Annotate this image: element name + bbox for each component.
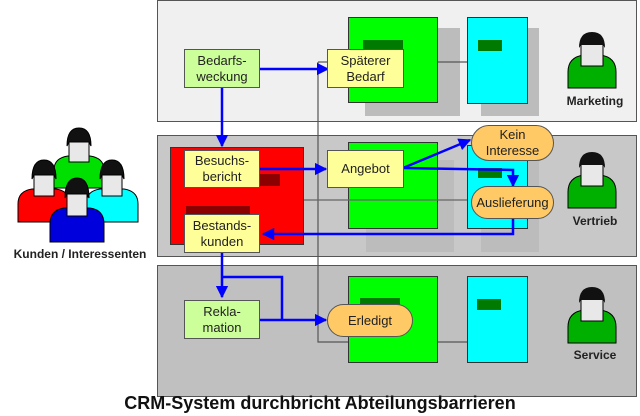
process-besuchsbericht[interactable]: Besuchs- bericht — [184, 150, 260, 188]
module-indicator — [360, 298, 400, 308]
system-links — [304, 61, 467, 343]
customer-group-label: Kunden / Interessenten — [13, 247, 147, 261]
arrow-auslieferung-bestandskunden — [261, 217, 515, 241]
person-icon — [567, 287, 617, 344]
module-indicator — [186, 206, 250, 216]
process-bestandskunden[interactable]: Bestands- kunden — [184, 214, 260, 253]
module-indicator — [258, 174, 280, 186]
arrow-angebot-kein-interesse — [402, 138, 472, 170]
module-indicator — [477, 299, 501, 310]
diagram-title: CRM-System durchbricht Abteilungsbarrier… — [124, 393, 516, 413]
module-indicator — [478, 168, 502, 178]
process-bedarfsweckung[interactable]: Bedarfs- weckung — [184, 49, 260, 88]
process-angebot[interactable]: Angebot — [327, 150, 404, 188]
module-indicator — [478, 40, 502, 51]
system-module-cyan — [467, 276, 528, 363]
system-module-cyan — [467, 17, 528, 104]
customer-group-icon — [17, 127, 139, 243]
terminal-erledigt[interactable]: Erledigt — [327, 304, 413, 337]
department-label-marketing: Marketing — [566, 94, 624, 108]
arrow-split — [222, 275, 284, 320]
person-icon — [567, 152, 617, 209]
arrow-angebot-auslieferung — [402, 166, 520, 188]
terminal-auslieferung[interactable]: Auslieferung — [471, 186, 554, 219]
process-spaeterer-bedarf[interactable]: Späterer Bedarf — [327, 49, 404, 88]
process-reklamation[interactable]: Rekla- mation — [184, 300, 260, 339]
department-label-vertrieb: Vertrieb — [572, 214, 618, 228]
department-label-service: Service — [573, 348, 617, 362]
module-indicator — [363, 40, 403, 50]
person-icon — [567, 32, 617, 89]
terminal-kein-interesse[interactable]: Kein Interesse — [471, 125, 554, 161]
